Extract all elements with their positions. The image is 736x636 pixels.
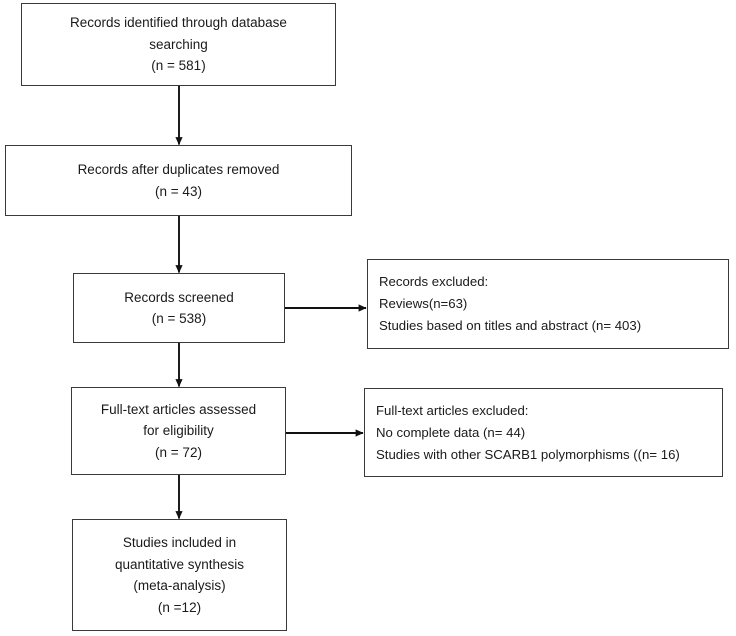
node-text-line: (meta-analysis) — [133, 578, 226, 593]
node-text-line: Records excluded: — [379, 274, 489, 289]
node-records-screened: Records screened (n = 538) — [73, 273, 285, 343]
node-text-line: for eligibility — [143, 423, 214, 439]
node-fulltext-articles-assessed: Full-text articles assessed for eligibil… — [71, 387, 286, 475]
node-text-line: Studies included in — [122, 535, 237, 550]
node-text-line: Full-text articles excluded: — [376, 402, 529, 418]
node-text-line: Studies with other SCARB1 polymorphisms … — [376, 446, 680, 462]
node-text-line: quantitative synthesis — [114, 556, 245, 572]
node-text-line: Records after duplicates removed — [77, 162, 280, 177]
node-text-line: Reviews(n=63) — [379, 296, 468, 311]
node-fulltext-articles-excluded: Full-text articles excluded: No complete… — [364, 388, 723, 477]
node-text-line: Records identified through database — [70, 15, 287, 31]
node-text-line: (n = 538) — [151, 311, 207, 326]
node-studies-included: Studies included in quantitative synthes… — [72, 519, 287, 631]
node-records-identified: Records identified through database sear… — [21, 3, 336, 86]
node-text-line: No complete data (n= 44) — [376, 424, 526, 440]
node-text-line: (n = 43) — [155, 183, 202, 199]
node-text-line: Studies based on titles and abstract (n=… — [379, 318, 642, 333]
node-text-line: (n = 72) — [155, 444, 202, 460]
node-text-line: (n = 581) — [151, 58, 206, 74]
node-text-line: (n =12) — [157, 599, 202, 615]
node-records-excluded: Records excluded: Reviews(n=63) Studies … — [367, 259, 729, 349]
node-records-after-duplicates-removed: Records after duplicates removed (n = 43… — [5, 145, 352, 216]
node-text-line: Full-text articles assessed — [100, 401, 257, 417]
node-text-line: searching — [149, 36, 208, 52]
node-text-line: Records screened — [124, 289, 234, 305]
